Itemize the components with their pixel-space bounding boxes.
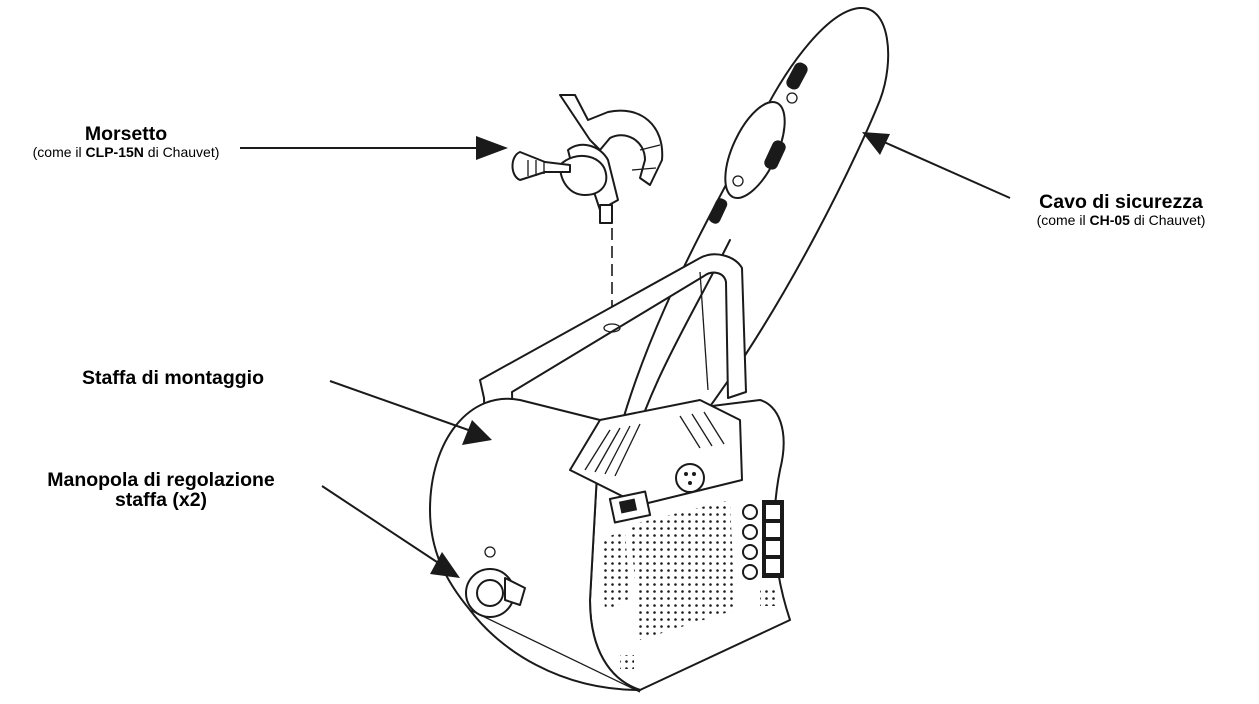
clamp-subtitle: (come il CLP-15N di Chauvet)	[14, 145, 238, 160]
safety-cable-sub-prefix: (come il	[1036, 212, 1090, 229]
clamp-sub-prefix: (come il	[32, 144, 86, 161]
safety-cable-sub-suffix: di Chauvet)	[1129, 212, 1206, 229]
clamp-sub-model: CLP-15N	[85, 144, 144, 161]
clamp-icon	[511, 94, 664, 224]
fixture-icon	[429, 253, 791, 693]
clamp-title: Morsetto	[84, 123, 168, 145]
bracket-label: Staffa di montaggio	[82, 367, 342, 389]
arrow-icon	[240, 132, 1011, 578]
safety-cable-title: Cavo di sicurezza	[1039, 191, 1203, 213]
safety-cable-label: Cavo di sicurezza (come il CH-05 di Chau…	[990, 192, 1252, 228]
knob-title-line1: Manopola di regolazione	[47, 469, 275, 491]
safety-cable-sub-model: CH-05	[1089, 212, 1130, 229]
clamp-sub-suffix: di Chauvet)	[143, 144, 220, 161]
knob-label: Manopola di regolazione staffa (x2)	[8, 470, 314, 511]
clamp-label: Morsetto (come il CLP-15N di Chauvet)	[14, 124, 238, 160]
bracket-title: Staffa di montaggio	[82, 367, 264, 389]
knob-title-line2: staffa (x2)	[114, 489, 208, 512]
safety-cable-subtitle: (come il CH-05 di Chauvet)	[990, 213, 1252, 228]
